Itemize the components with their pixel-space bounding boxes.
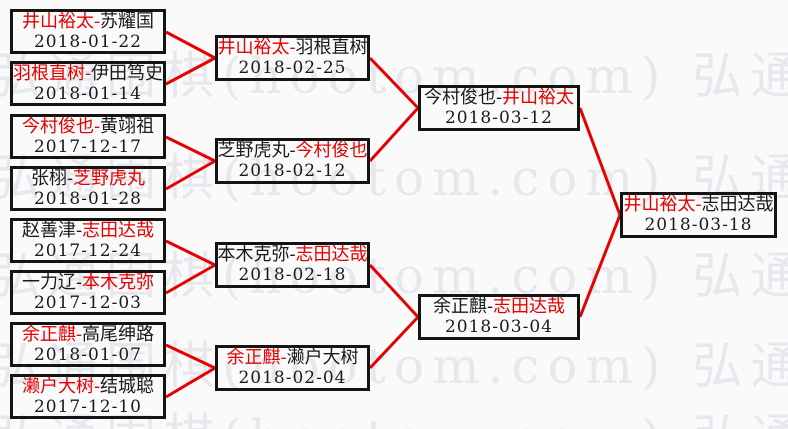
player2-name: 濑户大树 [286, 347, 359, 368]
match-players: 井山裕太-羽根直树 [217, 37, 367, 58]
player1-name: 今村俊也 [423, 87, 496, 108]
player2-name: 芝野虎丸 [73, 167, 146, 189]
player2-name: 结城聪 [100, 375, 155, 397]
player1-name: 井山裕太 [623, 194, 696, 215]
players-separator: - [75, 271, 83, 293]
player2-name: 高尾绅路 [82, 323, 155, 345]
player2-name: 志田达哉 [295, 244, 368, 265]
match-box-round1-game8: 濑户大树-结城聪 2017-12-10 [10, 374, 166, 419]
player2-name: 志田达哉 [493, 296, 566, 317]
match-players: 本木克弥-志田达哉 [217, 244, 367, 265]
players-separator: - [93, 10, 101, 32]
player2-name: 羽根直树 [295, 37, 368, 58]
match-date: 2018-02-25 [238, 58, 347, 78]
player2-name: 本木克弥 [82, 271, 155, 293]
player2-name: 今村俊也 [295, 140, 368, 161]
match-players: 今村俊也-井山裕太 [424, 87, 574, 108]
match-players: 余正麒-濑户大树 [226, 347, 358, 368]
player2-name: 黄翊祖 [100, 115, 155, 137]
match-date: 2018-03-04 [444, 317, 553, 337]
player1-name: 本木克弥 [217, 244, 290, 265]
player1-name: 余正麒 [21, 323, 76, 345]
match-date: 2017-12-24 [33, 240, 142, 261]
match-box-semifinal-game1: 今村俊也-井山裕太 2018-03-12 [418, 85, 580, 131]
players-separator: - [66, 167, 74, 189]
player2-name: 志田达哉 [82, 219, 155, 241]
match-date: 2018-02-12 [238, 161, 347, 181]
match-date: 2017-12-03 [33, 292, 142, 313]
match-date: 2018-03-12 [444, 108, 553, 128]
match-players: 余正麒-志田达哉 [433, 296, 565, 317]
player2-name: 苏耀国 [100, 10, 155, 32]
players-separator: - [695, 194, 702, 215]
player1-name: 一力辽 [21, 271, 76, 293]
match-players: 井山裕太-志田达哉 [623, 194, 773, 215]
player1-name: 余正麒 [432, 296, 487, 317]
player1-name: 井山裕太 [21, 10, 94, 32]
match-box-final: 井山裕太-志田达哉 2018-03-18 [620, 192, 777, 238]
match-players: 张栩-芝野虎丸 [31, 168, 145, 189]
match-box-round2-game3: 本木克弥-志田达哉 2018-02-18 [215, 242, 370, 288]
match-players: 余正麒-高尾绅路 [22, 324, 154, 345]
match-box-round1-game4: 张栩-芝野虎丸 2018-01-28 [10, 166, 166, 211]
match-date: 2018-01-22 [33, 31, 142, 52]
watermark-text: 弘通围棋(hootom.com) 弘通围棋(hootom.com) [0, 398, 788, 429]
match-date: 2018-01-07 [33, 344, 142, 365]
players-separator: - [289, 37, 296, 58]
match-players: 今村俊也-黄翊祖 [22, 116, 154, 137]
match-players: 濑户大树-结城聪 [22, 376, 154, 397]
player1-name: 羽根直树 [12, 62, 85, 84]
player1-name: 余正麒 [226, 347, 281, 368]
match-box-round1-game2: 羽根直树-伊田笃史 2018-01-14 [10, 61, 166, 106]
player2-name: 井山裕太 [502, 87, 575, 108]
match-date: 2017-12-17 [33, 136, 142, 157]
player1-name: 芝野虎丸 [217, 140, 290, 161]
match-players: 井山裕太-苏耀国 [22, 11, 154, 32]
match-date: 2018-02-18 [238, 265, 347, 285]
players-separator: - [486, 296, 494, 317]
match-date: 2018-02-04 [238, 368, 347, 388]
players-separator: - [93, 375, 101, 397]
match-date: 2017-12-10 [33, 396, 142, 417]
players-separator: - [75, 323, 83, 345]
player2-name: 志田达哉 [701, 194, 774, 215]
match-players: 赵善津-志田达哉 [22, 220, 154, 241]
players-separator: - [280, 347, 287, 368]
player2-name: 伊田笃史 [91, 62, 164, 84]
players-separator: - [93, 115, 101, 137]
match-date: 2018-01-28 [33, 188, 142, 209]
match-date: 2018-03-18 [644, 215, 753, 235]
player1-name: 赵善津 [21, 219, 76, 241]
match-box-round1-game7: 余正麒-高尾绅路 2018-01-07 [10, 322, 166, 367]
players-separator: - [289, 140, 296, 161]
match-box-round1-game6: 一力辽-本木克弥 2017-12-03 [10, 270, 166, 315]
match-box-semifinal-game2: 余正麒-志田达哉 2018-03-04 [418, 294, 580, 340]
players-separator: - [75, 219, 83, 241]
match-box-round1-game3: 今村俊也-黄翊祖 2017-12-17 [10, 114, 166, 159]
match-date: 2018-01-14 [33, 83, 142, 104]
match-box-round2-game2: 芝野虎丸-今村俊也 2018-02-12 [215, 138, 370, 184]
players-separator: - [495, 87, 503, 108]
player1-name: 今村俊也 [21, 115, 94, 137]
player1-name: 张栩 [30, 167, 67, 189]
match-box-round2-game4: 余正麒-濑户大树 2018-02-04 [215, 345, 370, 391]
player1-name: 濑户大树 [21, 375, 94, 397]
match-box-round1-game1: 井山裕太-苏耀国 2018-01-22 [10, 9, 166, 54]
players-separator: - [289, 244, 296, 265]
match-box-round1-game5: 赵善津-志田达哉 2017-12-24 [10, 218, 166, 263]
player1-name: 井山裕太 [217, 37, 290, 58]
match-players: 芝野虎丸-今村俊也 [217, 140, 367, 161]
match-players: 一力辽-本木克弥 [22, 272, 154, 293]
match-box-round2-game1: 井山裕太-羽根直树 2018-02-25 [215, 35, 370, 81]
match-players: 羽根直树-伊田笃史 [13, 63, 163, 84]
players-separator: - [84, 62, 92, 84]
